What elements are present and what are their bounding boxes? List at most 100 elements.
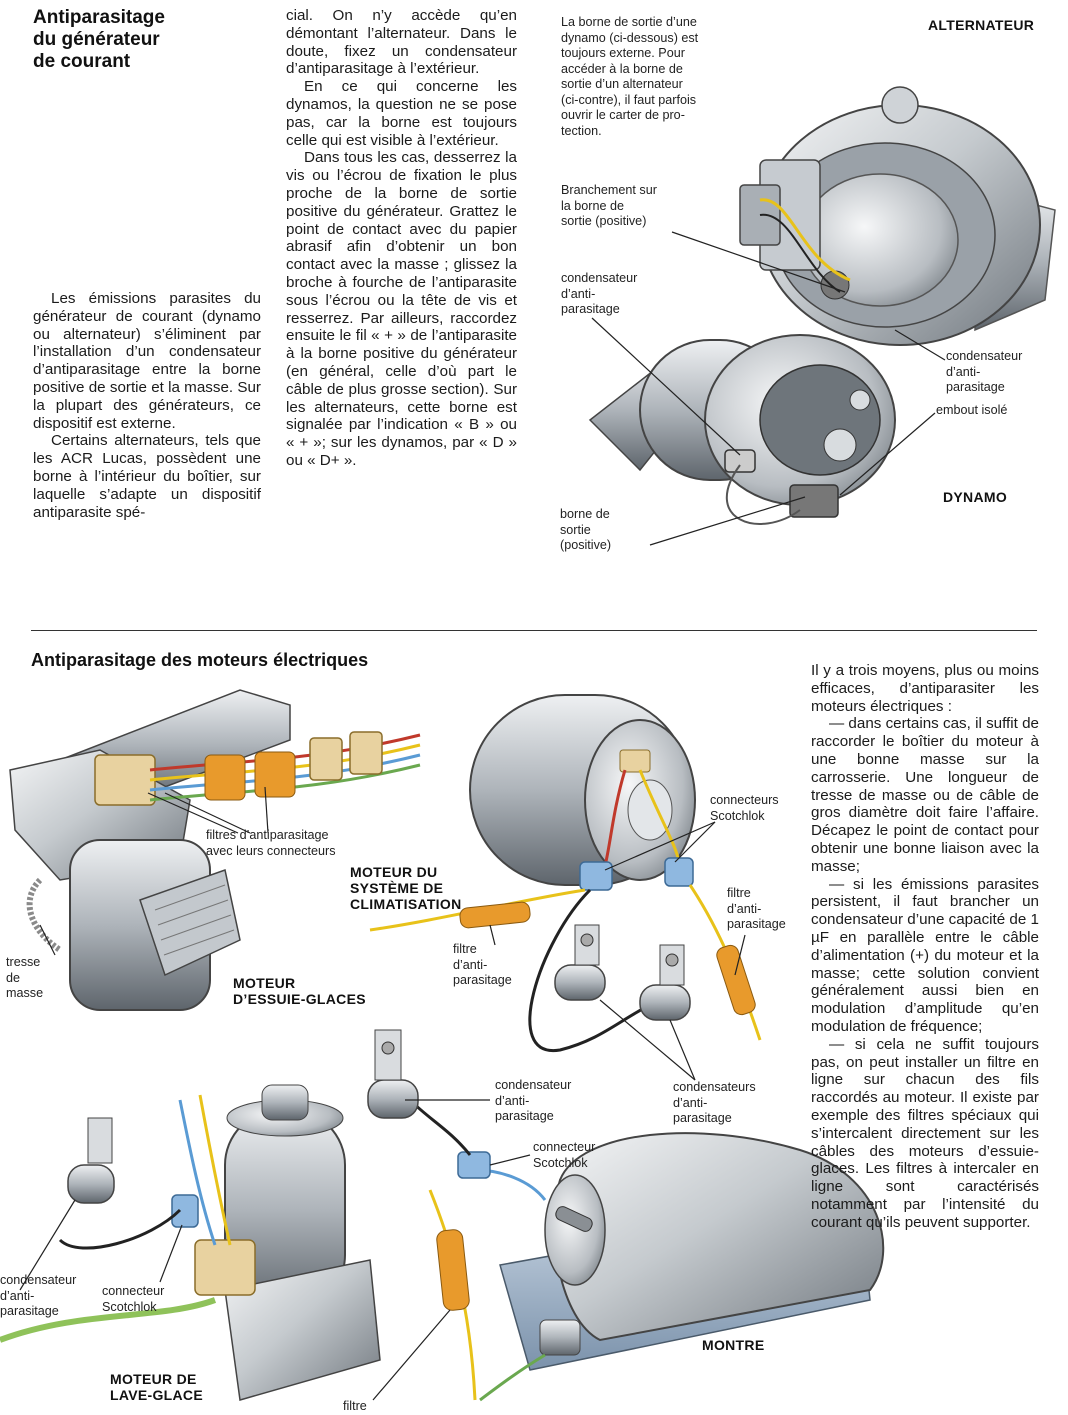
label-line: sortie (positive) — [561, 214, 647, 228]
label-connecteur-scotchlok-montre: connecteur Scotchlok — [533, 1140, 595, 1171]
leader-lines — [19, 231, 946, 1401]
label-line: parasitage — [0, 1304, 59, 1318]
label-line: D’ESSUIE-GLACES — [233, 991, 366, 1007]
paragraph: cial. On n’y accède qu’en démontant l’al… — [286, 7, 517, 78]
label-branchement: Branchement sur la borne de sortie (posi… — [561, 183, 657, 230]
label-connecteurs-scotchlok: connecteurs Scotchlok — [710, 793, 779, 824]
label-line: d’anti- — [673, 1095, 708, 1110]
label-line: tresse — [6, 955, 41, 969]
label-line: d’anti- — [495, 1093, 530, 1108]
label-line: MOTEUR DE — [110, 1371, 197, 1387]
label-line: Scotchlok — [102, 1299, 157, 1314]
paragraph: Certains alternateurs, tels que les ACR … — [33, 432, 261, 521]
section1-column1: Les émissions parasites du générateur de… — [33, 290, 261, 521]
label-line: SYSTÈME DE — [350, 880, 444, 896]
label-line: d’anti- — [0, 1288, 35, 1303]
section1-title: Antiparasitage du générateur de courant — [33, 7, 273, 73]
label-montre: MONTRE — [702, 1337, 765, 1353]
label-alternateur: ALTERNATEUR — [928, 17, 1035, 33]
label-line: Scotchlok — [710, 808, 765, 823]
label-line: avec leurs connecteurs — [206, 843, 336, 858]
label-line: MOTEUR — [233, 975, 296, 991]
section1-column2: cial. On n’y accède qu’en démontant l’al… — [286, 7, 517, 470]
caption-line: accéder à la borne de — [561, 61, 683, 76]
label-line: connecteur — [533, 1140, 596, 1154]
alternator-illustration — [739, 86, 1056, 346]
label-filtre-clim-mid: filtre d’anti- parasitage — [453, 942, 512, 989]
label-line: sortie — [560, 522, 591, 537]
label-line: (positive) — [560, 538, 612, 552]
label-line: parasitage — [453, 973, 512, 987]
label-condensateur-montre: condensateur d’anti- parasitage — [495, 1078, 571, 1125]
label-line: Scotchlok — [533, 1155, 588, 1170]
washer-motor-illustration — [0, 1084, 381, 1401]
label-line: la borne de — [561, 198, 625, 213]
label-line: parasitage — [727, 917, 786, 931]
paragraph: — dans certains cas, il suffit de raccor… — [811, 715, 1039, 875]
label-line: d’anti- — [561, 286, 596, 301]
label-line: parasitage — [946, 380, 1005, 394]
label-tresse-masse: tresse de masse — [6, 955, 43, 1002]
label-line: condensateur — [495, 1078, 572, 1092]
label-condensateur-lave-glace: condensateur d’anti- parasitage — [0, 1273, 76, 1320]
caption-line: toujours externe. Pour — [561, 46, 685, 60]
label-condensateur-alternateur: condensateur d’anti- parasitage — [561, 271, 637, 318]
label-embout-isole: embout isolé — [936, 403, 1008, 417]
label-line: parasitage — [673, 1111, 732, 1125]
label-line: condensateur — [561, 271, 638, 285]
label-line: parasitage — [561, 302, 620, 316]
label-line: connecteurs — [710, 793, 779, 807]
title-line: du générateur — [33, 29, 160, 50]
label-line: condensateurs — [673, 1080, 756, 1094]
label-line: condensateur — [946, 349, 1023, 363]
label-line: masse — [6, 986, 44, 1000]
label-line: filtre — [727, 886, 751, 900]
label-filtre-montre: filtre — [343, 1399, 367, 1413]
caption-line: La borne de sortie d’une — [561, 15, 697, 29]
label-line: parasitage — [495, 1109, 554, 1123]
label-condensateur-dynamo: condensateur d’anti- parasitage — [946, 349, 1022, 396]
label-line: borne de — [560, 507, 610, 521]
wiper-motor-illustration — [9, 689, 421, 1011]
paragraph: Dans tous les cas, desserrez la vis ou l… — [286, 149, 517, 469]
label-dynamo: DYNAMO — [943, 489, 1008, 505]
label-line: d’anti- — [453, 957, 488, 972]
label-filtre-clim-right: filtre d’anti- parasitage — [727, 886, 786, 933]
caption-line: ouvrir le carter de pro- — [561, 108, 685, 122]
label-moteur-lave-glace: MOTEUR DE LAVE-GLACE — [110, 1371, 203, 1403]
label-line: d’anti- — [727, 901, 762, 916]
caption-line: dynamo (ci-dessous) est — [561, 30, 699, 45]
label-condensateurs-clim: condensateurs d’anti- parasitage — [673, 1080, 756, 1127]
label-line: connecteur — [102, 1284, 165, 1298]
label-connecteur-scotchlok-lave-glace: connecteur Scotchlok — [102, 1284, 164, 1315]
paragraph: Il y a trois moyens, plus ou moins effic… — [811, 662, 1039, 715]
title-line: de courant — [33, 51, 131, 72]
paragraph: — si cela ne suffit toujours pas, on peu… — [811, 1035, 1039, 1231]
ac-motor-illustration — [369, 694, 762, 1052]
label-line: de — [6, 970, 21, 985]
label-line: MOTEUR DU — [350, 864, 438, 880]
paragraph: Les émissions parasites du générateur de… — [33, 290, 261, 432]
label-line: Branchement sur — [561, 183, 657, 197]
label-borne-sortie: borne de sortie (positive) — [560, 507, 611, 554]
section2-title: Antiparasitage des moteurs électriques — [31, 650, 369, 670]
section-divider — [31, 630, 1037, 631]
title-line: Antiparasitage — [33, 7, 165, 28]
label-line: filtres d’antiparasitage — [206, 828, 329, 842]
label-line: LAVE-GLACE — [110, 1387, 203, 1403]
label-line: filtre — [453, 942, 477, 956]
paragraph: — si les émissions parasites persistent,… — [811, 875, 1039, 1035]
section2-column: Il y a trois moyens, plus ou moins effic… — [811, 662, 1039, 1232]
label-filtres-antiparasitage: filtres d’antiparasitage avec leurs conn… — [206, 828, 336, 859]
caption-line: sortie d’un alternateur — [561, 77, 683, 91]
caption-line: tection. — [561, 123, 602, 138]
label-moteur-essuie-glaces: MOTEUR D’ESSUIE-GLACES — [233, 975, 366, 1007]
caption-line: (ci-contre), il faut parfois — [561, 92, 697, 107]
label-line: d’anti- — [946, 364, 981, 379]
section1-caption: La borne de sortie d’une dynamo (ci-dess… — [561, 15, 731, 139]
label-line: CLIMATISATION — [350, 896, 462, 912]
paragraph: En ce qui concerne les dynamos, la quest… — [286, 78, 517, 149]
label-moteur-climatisation: MOTEUR DU SYSTÈME DE CLIMATISATION — [350, 864, 461, 912]
clock-illustration — [367, 1029, 885, 1402]
